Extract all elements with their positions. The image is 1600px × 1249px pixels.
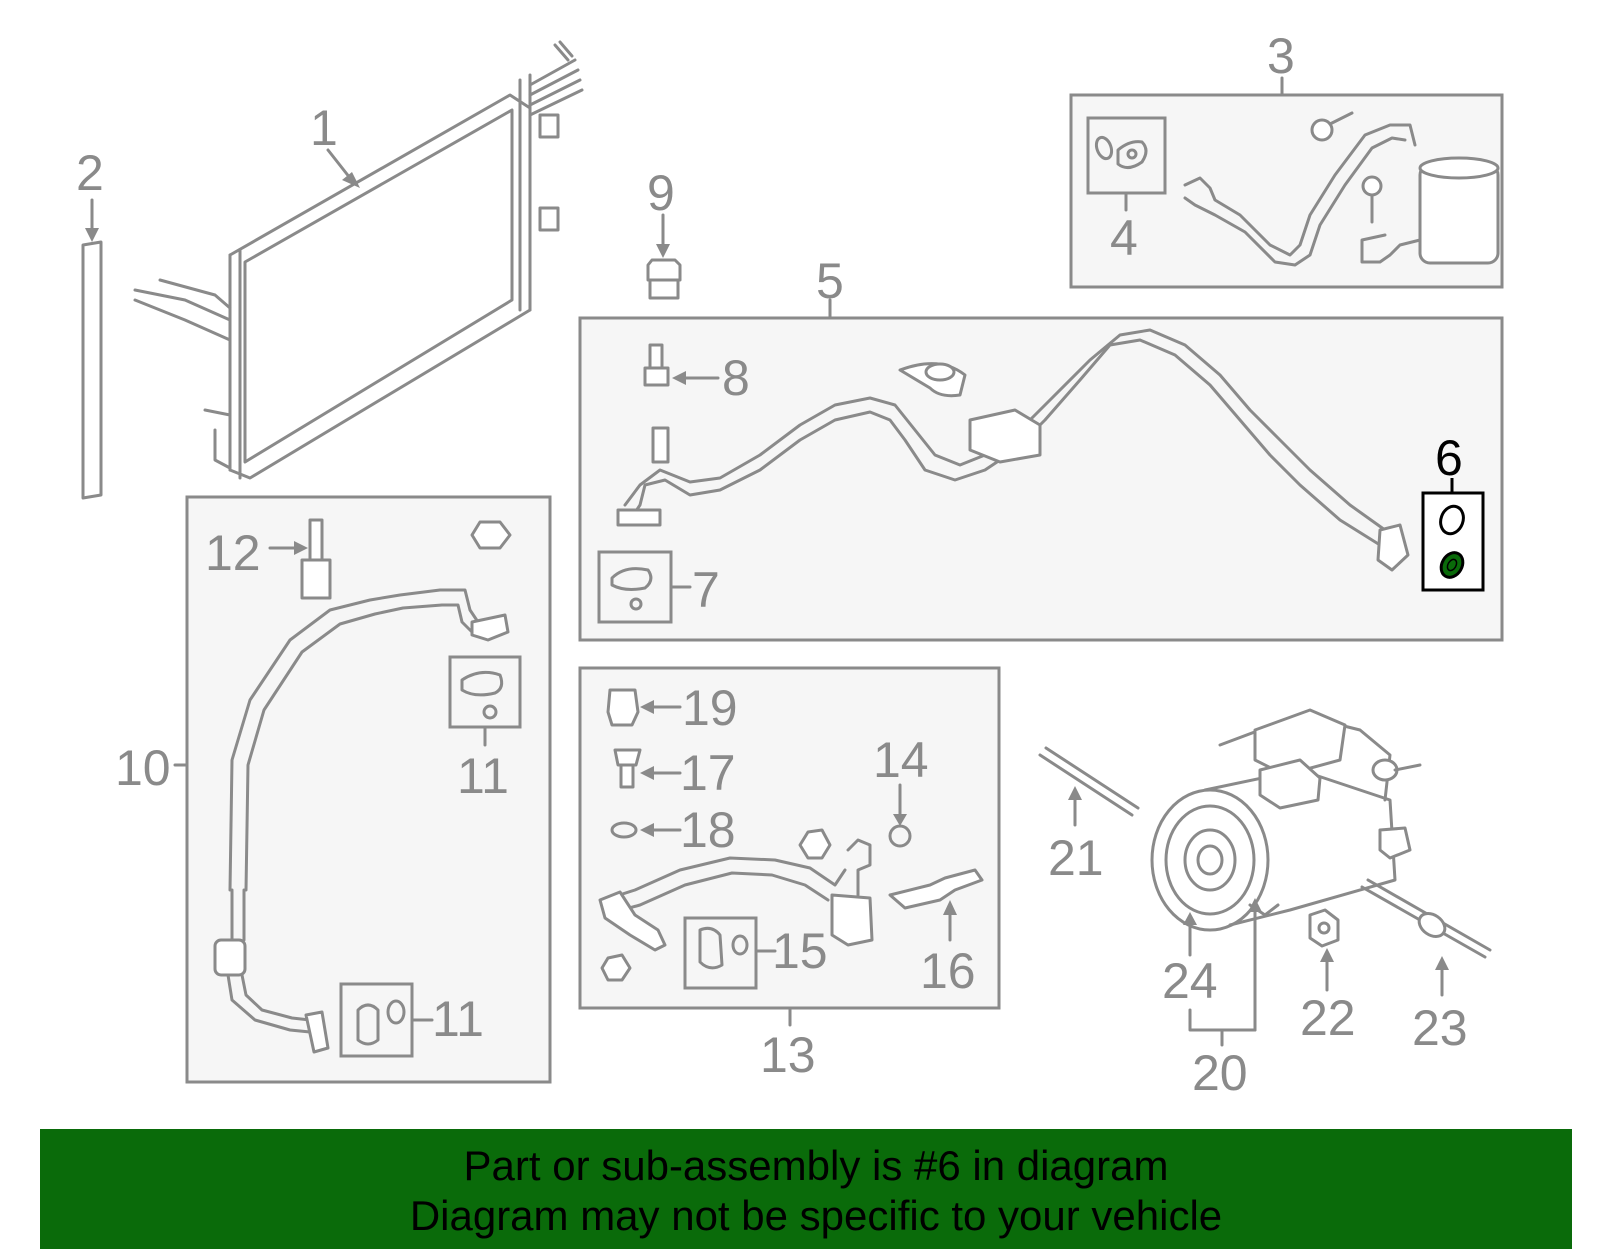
banner-line-2: Diagram may not be specific to your vehi… — [409, 1192, 1223, 1239]
label-24: 24 — [1162, 953, 1218, 1009]
label-11-lower: 11 — [432, 991, 484, 1047]
info-banner: Part or sub-assembly is #6 in diagram Di… — [40, 1129, 1572, 1249]
bolt-part-23 — [1360, 878, 1492, 997]
label-14: 14 — [873, 732, 929, 788]
seal-strip-part-2 — [81, 198, 103, 500]
label-7: 7 — [692, 562, 720, 618]
label-12: 12 — [205, 525, 261, 581]
compressor-part-20 — [1150, 708, 1422, 1047]
label-10: 10 — [115, 740, 171, 796]
label-23: 23 — [1412, 1000, 1468, 1056]
label-2: 2 — [76, 145, 104, 201]
panel-part-5 — [578, 298, 1504, 642]
label-13: 13 — [760, 1027, 816, 1083]
label-20: 20 — [1192, 1045, 1248, 1101]
panel-part-3 — [1069, 76, 1504, 289]
bolt-part-21 — [1038, 746, 1140, 827]
label-21: 21 — [1048, 830, 1104, 886]
label-3: 3 — [1267, 28, 1295, 84]
label-6: 6 — [1435, 430, 1463, 486]
label-4: 4 — [1110, 210, 1138, 266]
panel-part-10 — [173, 495, 552, 1084]
label-11-upper: 11 — [457, 748, 509, 804]
cap-part-9 — [646, 213, 682, 300]
label-1: 1 — [310, 100, 338, 156]
label-19: 19 — [682, 680, 738, 736]
highlighted-o-ring[interactable] — [1437, 549, 1467, 582]
label-5: 5 — [816, 253, 844, 309]
condenser-part-1 — [133, 40, 584, 480]
label-15: 15 — [772, 923, 828, 979]
label-8: 8 — [722, 350, 750, 406]
label-9: 9 — [647, 165, 675, 221]
banner-line-1: Part or sub-assembly is #6 in diagram — [463, 1142, 1169, 1189]
label-18: 18 — [680, 802, 736, 858]
leader-part-1 — [326, 148, 360, 188]
highlight-part-6[interactable] — [1421, 478, 1485, 592]
label-16: 16 — [920, 943, 976, 999]
label-17: 17 — [680, 745, 736, 801]
label-22: 22 — [1300, 990, 1356, 1046]
nut-part-22 — [1308, 908, 1340, 992]
panel-part-13 — [578, 666, 1001, 1027]
